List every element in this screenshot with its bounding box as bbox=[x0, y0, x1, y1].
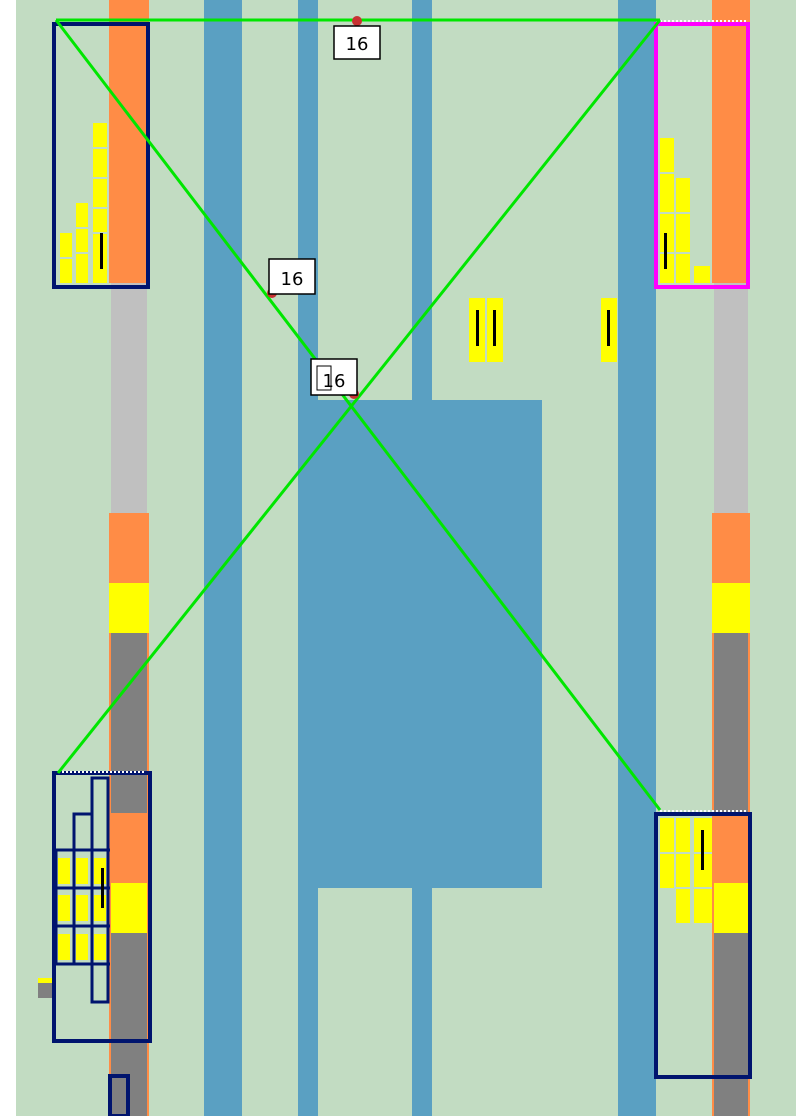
small-yellow-strip bbox=[38, 978, 52, 983]
label-mid-text: 16 bbox=[281, 269, 304, 290]
unit-marker-icon bbox=[476, 310, 479, 346]
unit-marker-icon bbox=[493, 310, 496, 346]
label-mid: 16 bbox=[269, 259, 315, 294]
left-road bbox=[109, 0, 149, 1116]
unit-marker-icon bbox=[701, 830, 704, 870]
label-top-text: 16 bbox=[346, 34, 369, 55]
right-road bbox=[712, 0, 750, 1116]
unit-marker-icon bbox=[607, 310, 610, 346]
unit-bars bbox=[58, 858, 106, 960]
unit-marker-icon bbox=[664, 233, 667, 269]
unit-marker-icon bbox=[100, 233, 103, 269]
label-top: 16 bbox=[334, 26, 380, 59]
waypoint-marker-icon bbox=[352, 16, 362, 26]
unit-marker-icon bbox=[101, 868, 104, 908]
label-center-text: 16 bbox=[323, 371, 346, 392]
label-center: 16 bbox=[311, 359, 357, 395]
